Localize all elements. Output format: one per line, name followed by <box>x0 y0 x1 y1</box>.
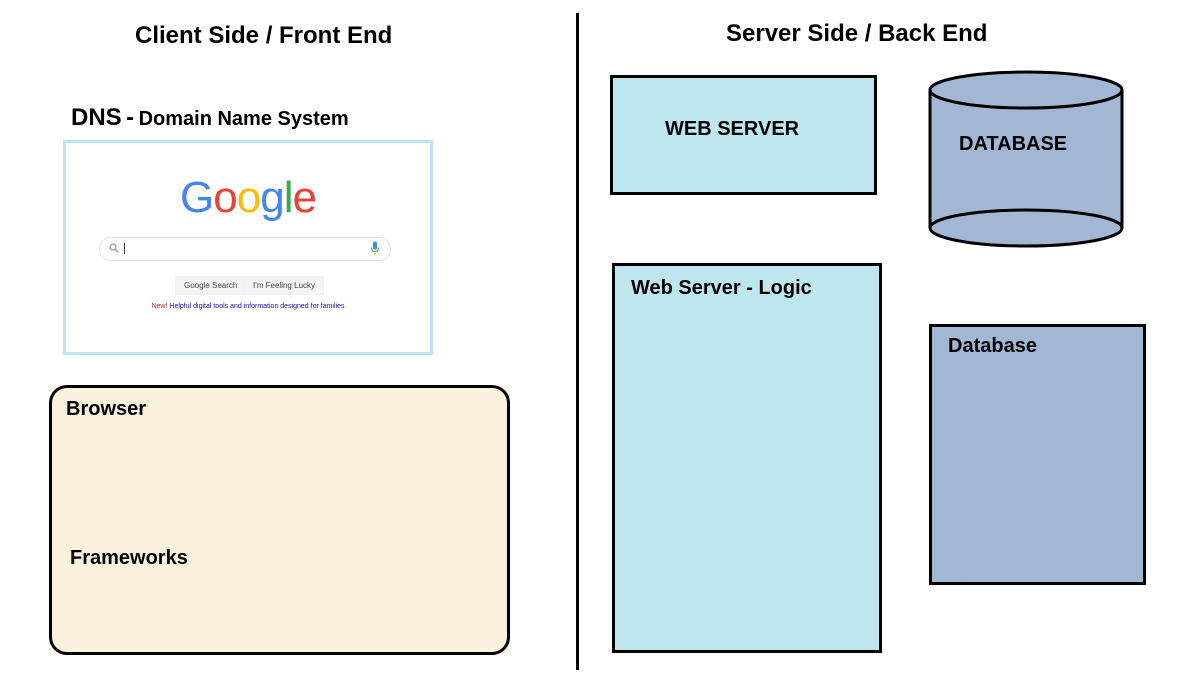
frameworks-label: Frameworks <box>70 547 188 569</box>
web-server-label: WEB SERVER <box>665 118 800 140</box>
client-side-title: Client Side / Front End <box>135 22 393 49</box>
database-box <box>929 324 1146 585</box>
server-side-title: Server Side / Back End <box>726 20 988 47</box>
web-server-logic-box <box>612 263 882 653</box>
google-logo-letter: g <box>260 173 285 222</box>
google-logo: Google <box>66 173 430 223</box>
database-cylinder-label: DATABASE <box>959 133 1068 155</box>
web-server-logic-label: Web Server - Logic <box>631 277 812 299</box>
google-promo-text: New! Helpful digital tools and informati… <box>66 303 430 310</box>
client-server-divider <box>576 13 579 670</box>
web-server-box <box>610 75 877 195</box>
google-logo-letter: o <box>213 173 238 222</box>
dns-separator: - <box>126 104 135 131</box>
dns-full-name: Domain Name System <box>138 108 349 130</box>
google-logo-letter: G <box>180 173 214 222</box>
google-homepage-screenshot: Google Google Search I'm Feeling Lucky N… <box>63 140 433 355</box>
browser-label: Browser <box>66 398 147 420</box>
dns-heading: DNS - Domain Name System <box>71 104 349 132</box>
database-cylinder <box>928 70 1124 248</box>
promo-new-label: New! <box>151 303 168 310</box>
google-search-input[interactable] <box>99 237 391 261</box>
search-icon <box>109 243 119 253</box>
google-logo-letter: o <box>236 173 262 222</box>
google-logo-letter: l <box>283 173 294 222</box>
google-search-button[interactable]: Google Search <box>175 276 247 295</box>
database-box-label: Database <box>948 335 1037 357</box>
text-cursor <box>124 243 125 254</box>
feeling-lucky-button[interactable]: I'm Feeling Lucky <box>244 276 324 295</box>
promo-link[interactable]: Helpful digital tools and information de… <box>169 303 345 310</box>
microphone-icon[interactable] <box>370 241 380 256</box>
browser-box <box>49 385 510 655</box>
dns-abbr: DNS <box>71 104 122 131</box>
google-logo-letter: e <box>292 173 317 222</box>
